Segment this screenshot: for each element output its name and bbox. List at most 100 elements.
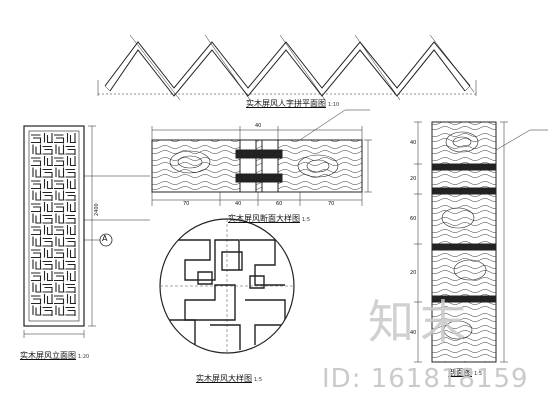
lattice-cell (42, 283, 53, 293)
lattice-cell (31, 134, 42, 144)
zigzag-caption-text: 实木屏风人字拼平面图 (246, 99, 326, 108)
callout-a (99, 233, 113, 247)
side-dim-1: 40 (410, 140, 417, 146)
lattice-cell (66, 294, 76, 305)
lattice-cell (65, 237, 76, 247)
section-detail (151, 109, 372, 206)
lattice-cell (42, 168, 53, 178)
lattice-cell (32, 282, 42, 293)
side-caption-text: 剖面图 (448, 368, 472, 377)
lattice-cell (55, 259, 65, 270)
lattice-cell (54, 203, 65, 213)
lattice-cell (31, 180, 42, 190)
side-scale: 1:5 (474, 371, 483, 377)
side-dim-2: 20 (410, 176, 417, 182)
section-dim-2: 40 (235, 201, 242, 207)
circle-detail (159, 218, 295, 354)
lattice-cell (54, 134, 65, 144)
lattice-cell (65, 168, 76, 178)
lattice-cell (32, 190, 42, 201)
watermark-id: ID: 161818159 (322, 364, 529, 394)
lattice-cell (32, 213, 42, 224)
section-caption-text: 实木屏风断面大样图 (228, 214, 300, 223)
lattice-cell (54, 157, 65, 167)
lattice-cell (55, 236, 65, 247)
lattice-cell (66, 225, 76, 236)
side-section (414, 121, 548, 363)
lattice-cell (43, 225, 53, 236)
lattice-cell (42, 214, 53, 224)
lattice-cell (54, 249, 65, 259)
lattice-cell (32, 144, 42, 155)
lattice-cell (31, 203, 42, 213)
lattice-cell (31, 272, 42, 282)
lattice-cell (42, 306, 53, 316)
lattice-cell (54, 295, 65, 305)
lattice-cell (32, 236, 42, 247)
zigzag-plan (97, 34, 477, 101)
lattice-cell (54, 272, 65, 282)
section-dim-3: 60 (276, 201, 283, 207)
lattice-cell (66, 156, 76, 167)
lattice-cell (43, 294, 53, 305)
side-dim-4: 20 (410, 270, 417, 276)
lattice-cell (55, 305, 65, 316)
lattice-cell (65, 260, 76, 270)
lattice-cell (42, 145, 53, 155)
lattice-cell (66, 133, 76, 144)
lattice-cell (66, 202, 76, 213)
lattice-cell (43, 271, 53, 282)
lattice-cell (66, 271, 76, 282)
lattice-cell (31, 249, 42, 259)
lattice-cell (65, 306, 76, 316)
lattice-cell (43, 179, 53, 190)
lattice-cell (55, 282, 65, 293)
lattice-cell (43, 133, 53, 144)
lattice-cell (65, 283, 76, 293)
circle-scale: 1:5 (254, 377, 263, 383)
lattice-cell (31, 226, 42, 236)
zigzag-scale: 1:10 (328, 102, 340, 108)
panel-caption-text: 实木屏风立面图 (20, 351, 76, 360)
section-dim-4: 40 (255, 123, 262, 129)
lattice-cell (32, 305, 42, 316)
callout-letter: A (102, 234, 108, 243)
lattice-cell (65, 145, 76, 155)
lattice-cell (32, 259, 42, 270)
lattice-cell (55, 167, 65, 178)
side-dim-5: 40 (410, 330, 417, 336)
side-dim-3: 60 (410, 216, 417, 222)
lattice-cell (42, 191, 53, 201)
lattice-cell (42, 260, 53, 270)
lattice-cell (54, 180, 65, 190)
lattice-cell (43, 156, 53, 167)
lattice-cell (54, 226, 65, 236)
lattice-cell (31, 295, 42, 305)
watermark-logo: 知末 (368, 295, 472, 349)
lattice-cell (66, 179, 76, 190)
lattice-cell (55, 144, 65, 155)
lattice-cell (55, 190, 65, 201)
panel-scale: 1:20 (78, 354, 90, 360)
lattice-cell (32, 167, 42, 178)
lattice-cell (65, 214, 76, 224)
lattice-cell (43, 202, 53, 213)
circle-caption-text: 实木屏风大样图 (196, 374, 252, 383)
lattice-cell (65, 191, 76, 201)
lattice-cell (55, 213, 65, 224)
lattice-cell (66, 248, 76, 259)
lattice-cell (31, 157, 42, 167)
lattice-panel (23, 125, 150, 338)
lattice-cell (43, 248, 53, 259)
section-scale: 1:5 (302, 217, 311, 223)
section-dim-5: 70 (328, 201, 335, 207)
section-dim-1: 70 (183, 201, 190, 207)
panel-height-dim: 2400 (94, 203, 100, 216)
lattice-cell (42, 237, 53, 247)
